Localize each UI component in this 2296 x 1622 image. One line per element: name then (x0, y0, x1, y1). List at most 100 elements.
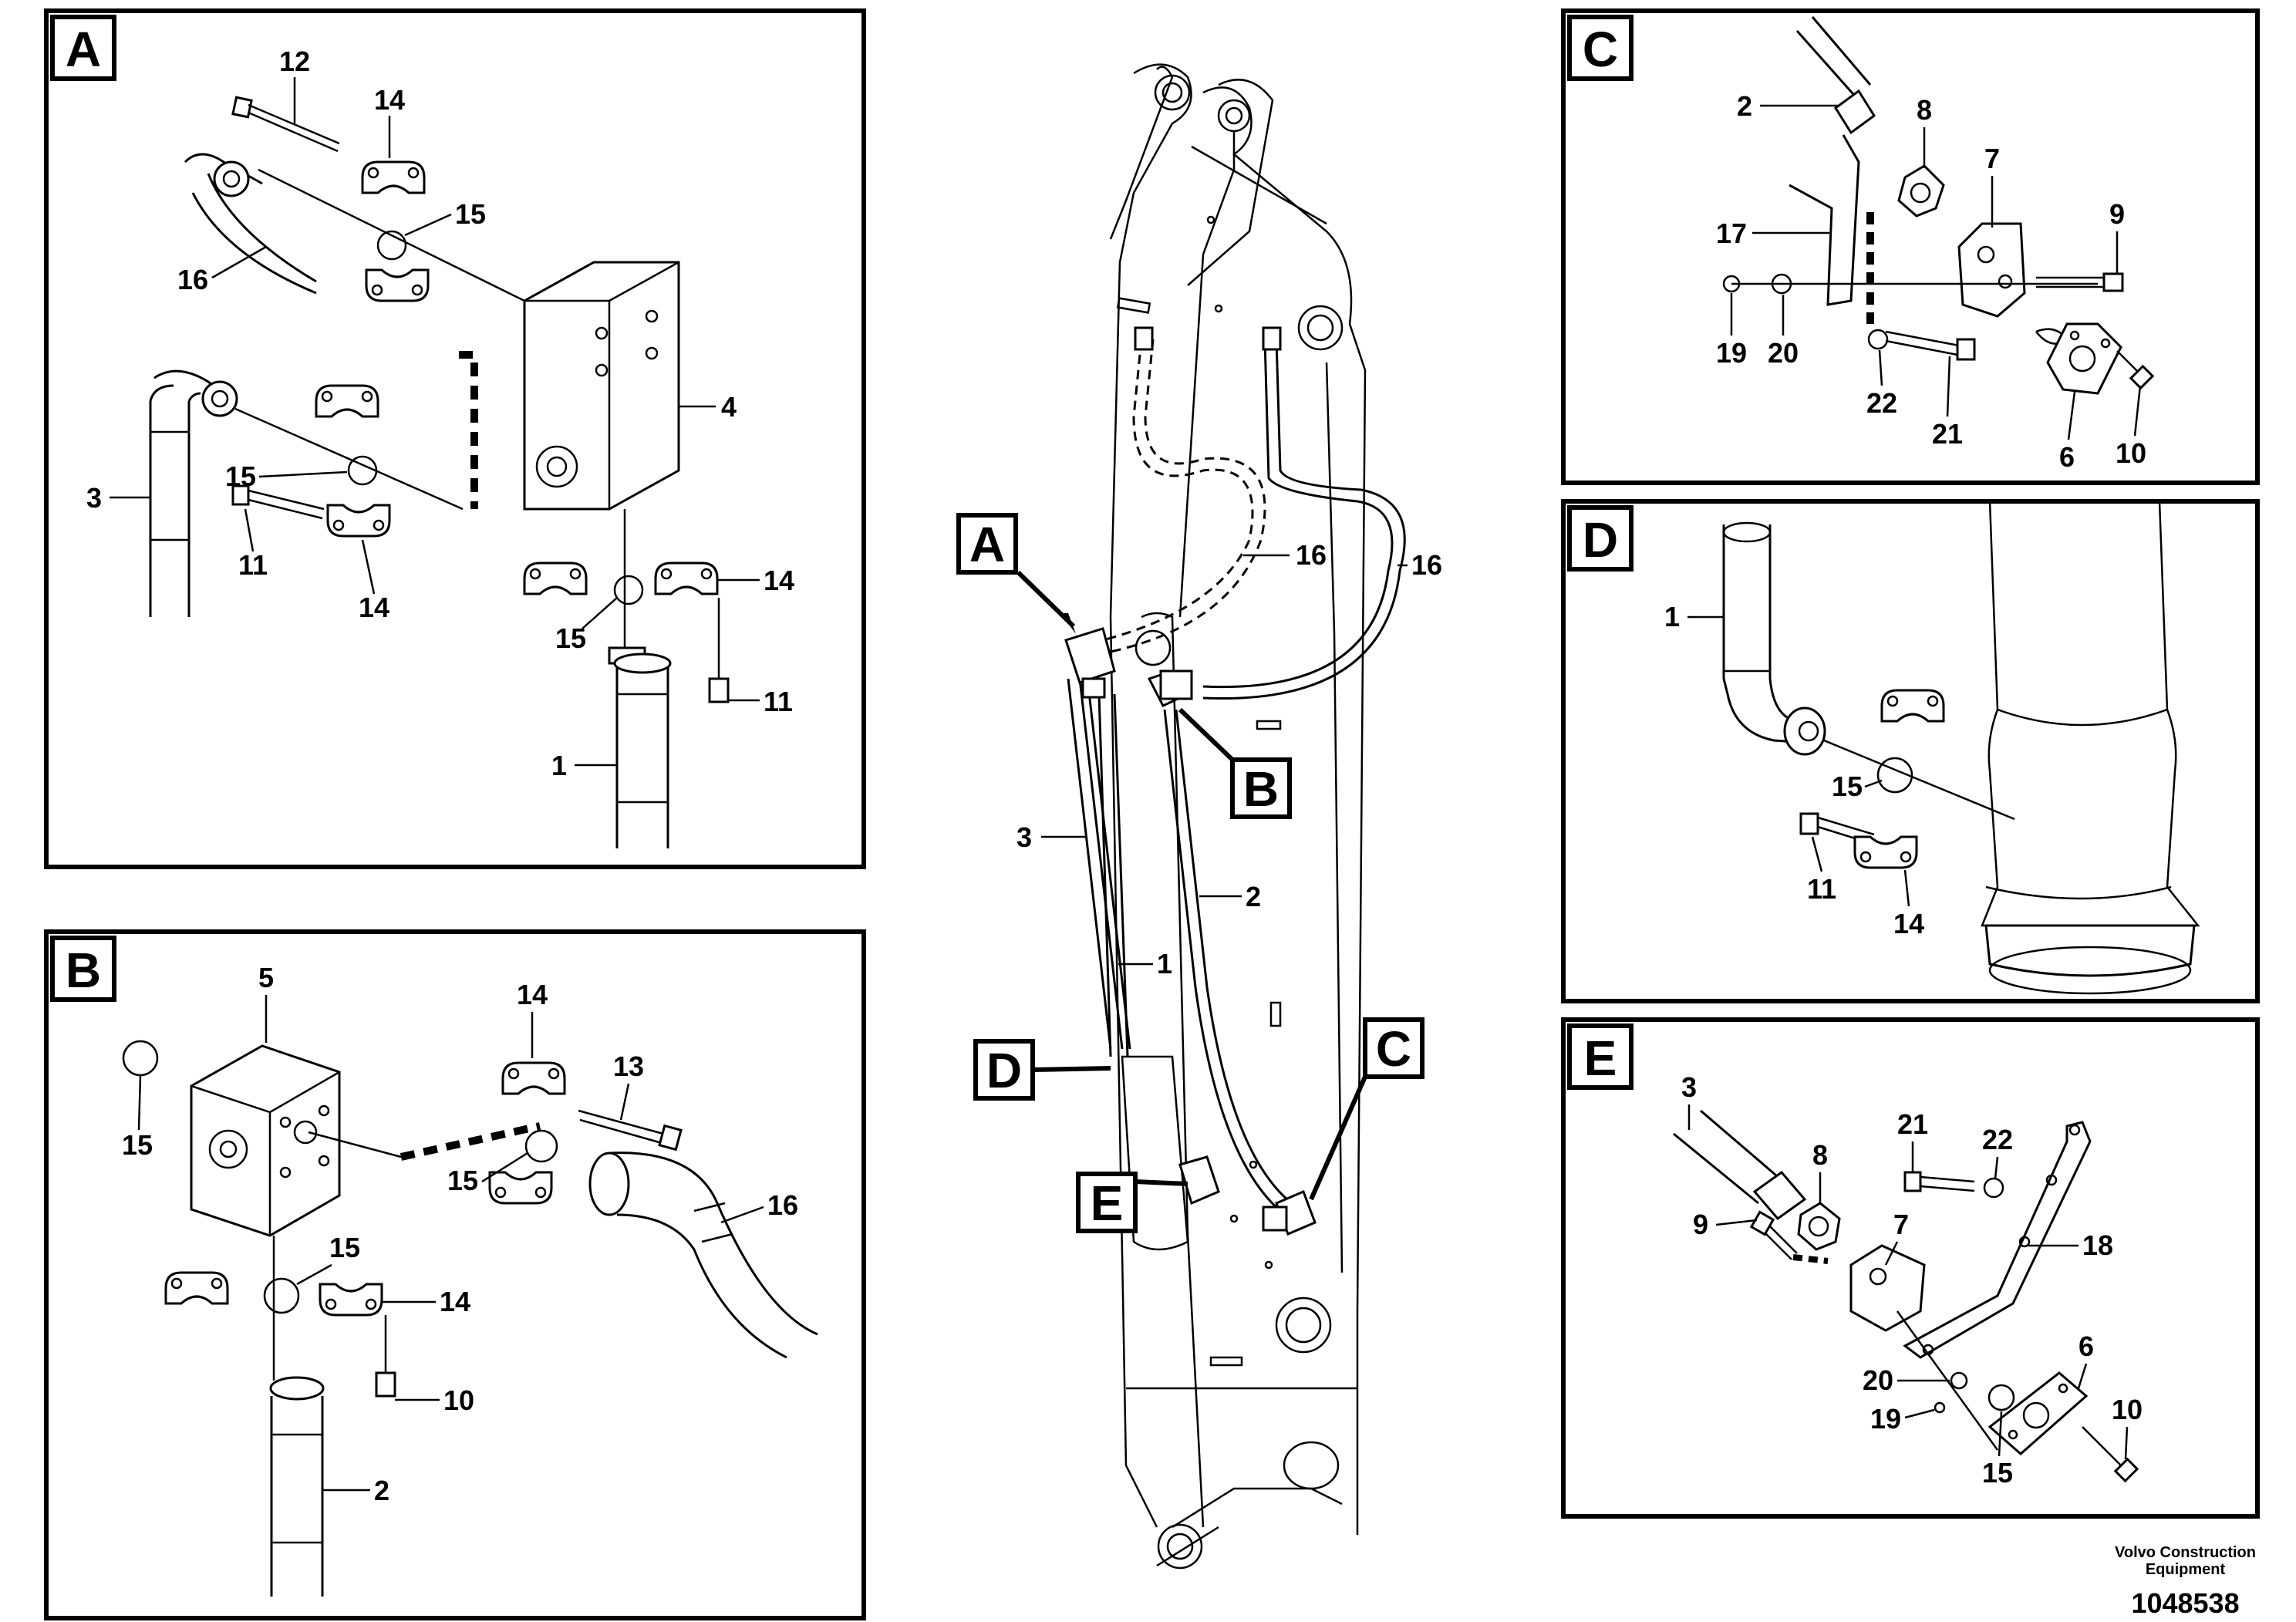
o-ring-15-upper (376, 230, 407, 261)
hose-16-fitting-right (1262, 326, 1282, 351)
callout-e-7: 7 (1893, 1209, 1909, 1240)
callout-c-19: 19 (1716, 337, 1747, 369)
hose-16-b (588, 1152, 818, 1359)
bracket-17 (1789, 134, 1860, 306)
svg-text:C: C (1376, 1021, 1411, 1077)
washer-22-e (1983, 1177, 2004, 1199)
panel-e-letter: E (1584, 1030, 1617, 1086)
callout-a-14c: 14 (764, 565, 794, 596)
clamp-lower-a (365, 268, 430, 302)
callout-d-14: 14 (1893, 908, 1924, 939)
block-7-e (1849, 1244, 1926, 1332)
callout-b-2: 2 (374, 1475, 389, 1506)
hose-2-c (1795, 16, 1872, 101)
callout-e-8: 8 (1812, 1139, 1828, 1171)
o-ring-15-d (1876, 757, 1913, 794)
manifold-block-4 (523, 261, 680, 511)
nut-19-e (1934, 1401, 1946, 1414)
callout-e-9: 9 (1693, 1209, 1708, 1240)
callout-b-15: 15 (122, 1129, 153, 1161)
adapter-8-e (1797, 1202, 1841, 1251)
panel-a: A (44, 8, 866, 869)
block-7-c (1957, 222, 2026, 318)
bolt-12 (231, 96, 340, 153)
callout-c-20: 20 (1768, 337, 1799, 369)
callout-a-3: 3 (86, 482, 102, 514)
bolt-10-e (2082, 1426, 2139, 1483)
pipe-2-b (269, 1376, 325, 1597)
callouts-b: 5 14 13 15 15 16 15 14 10 2 (122, 962, 798, 1506)
callout-c-9: 9 (2109, 198, 2125, 230)
callout-b-5: 5 (258, 962, 274, 993)
fitting-block-a (1064, 627, 1116, 699)
clamp-14-b-top (501, 1061, 566, 1095)
hose-16-hidden (1102, 339, 1254, 642)
panel-d: D 1 15 11 (1561, 499, 2260, 1003)
manifold-block-5 (190, 1044, 341, 1237)
bolt-9-c (2036, 272, 2124, 292)
pipe-1 (608, 646, 672, 848)
callouts-e: 3 8 21 22 7 9 18 6 20 19 10 15 (1681, 1071, 2143, 1489)
cylinder-rod-1 (1097, 693, 1129, 1057)
brand-line-1: Volvo Construction (2115, 1544, 2256, 1561)
hose-16-fitting-left (1134, 326, 1154, 351)
callout-main-3: 3 (1017, 821, 1032, 853)
panel-b: B (44, 929, 866, 1620)
clamp-upper-a (361, 160, 426, 194)
callout-a-14: 14 (374, 84, 405, 116)
svg-text:E: E (1091, 1175, 1124, 1231)
callout-b-14b: 14 (440, 1286, 470, 1317)
panel-c: C (1561, 8, 2260, 485)
clamp-14-b-lower (488, 1171, 553, 1205)
washer-20 (1771, 273, 1792, 295)
callout-a-12: 12 (279, 46, 310, 77)
callouts-d: 1 15 11 14 (1664, 601, 1924, 939)
washer-22 (1867, 329, 1889, 350)
clamp-14-d-top (1880, 689, 1945, 723)
main-boom-view: A B C D E 16 16 3 (956, 63, 1442, 1570)
drawing-number: 1048538 (2131, 1587, 2240, 1619)
bolt-9-e (1749, 1210, 1798, 1260)
fitting-block-e (1178, 1155, 1220, 1206)
panel-c-label-box (1567, 15, 1633, 81)
adapter-8-c (1897, 164, 1945, 218)
panel-d-label-box (1567, 505, 1633, 572)
callout-e-3: 3 (1681, 1071, 1697, 1103)
bracket-18 (1903, 1121, 2092, 1359)
clamp-14-b-left (164, 1271, 229, 1305)
flange-6-e (1988, 1371, 2089, 1455)
o-ring-15-b-right (524, 1129, 558, 1163)
callout-a-16: 16 (177, 264, 208, 295)
callout-d-1: 1 (1664, 601, 1680, 632)
clamp-14-d-lower (1853, 835, 1918, 869)
brand-line-2: Equipment (2145, 1561, 2226, 1578)
callout-c-8: 8 (1917, 94, 1932, 126)
nut-19 (1722, 275, 1741, 293)
o-ring-15-e (1988, 1384, 2015, 1411)
cylinder-barrel (1121, 1055, 1189, 1251)
hose-2 (1163, 709, 1281, 1212)
bolt-21-e (1903, 1171, 1975, 1192)
callout-main-1: 1 (1157, 948, 1172, 980)
callout-e-20: 20 (1863, 1364, 1893, 1396)
callout-a-14b: 14 (359, 592, 389, 623)
o-ring-15-b-left (122, 1040, 159, 1077)
callout-c-17: 17 (1716, 218, 1747, 249)
hidden-link (459, 351, 478, 509)
hose-3-end (149, 369, 238, 617)
svg-text:B: B (1243, 761, 1279, 817)
cylinder-head-d (1981, 501, 2200, 995)
panel-a-letter: A (66, 22, 101, 77)
panel-c-letter: C (1583, 22, 1618, 77)
hose-3 (1067, 678, 1112, 1050)
callout-a-15c: 15 (555, 622, 586, 654)
bolt-11-right (708, 598, 730, 703)
callout-e-18: 18 (2082, 1229, 2113, 1261)
callout-b-13: 13 (613, 1050, 644, 1082)
svg-text:A: A (969, 517, 1005, 572)
hidden-link-b (400, 1122, 541, 1161)
callout-a-11: 11 (238, 549, 268, 581)
callout-c-6: 6 (2059, 441, 2075, 473)
callout-d-11: 11 (1807, 873, 1836, 905)
